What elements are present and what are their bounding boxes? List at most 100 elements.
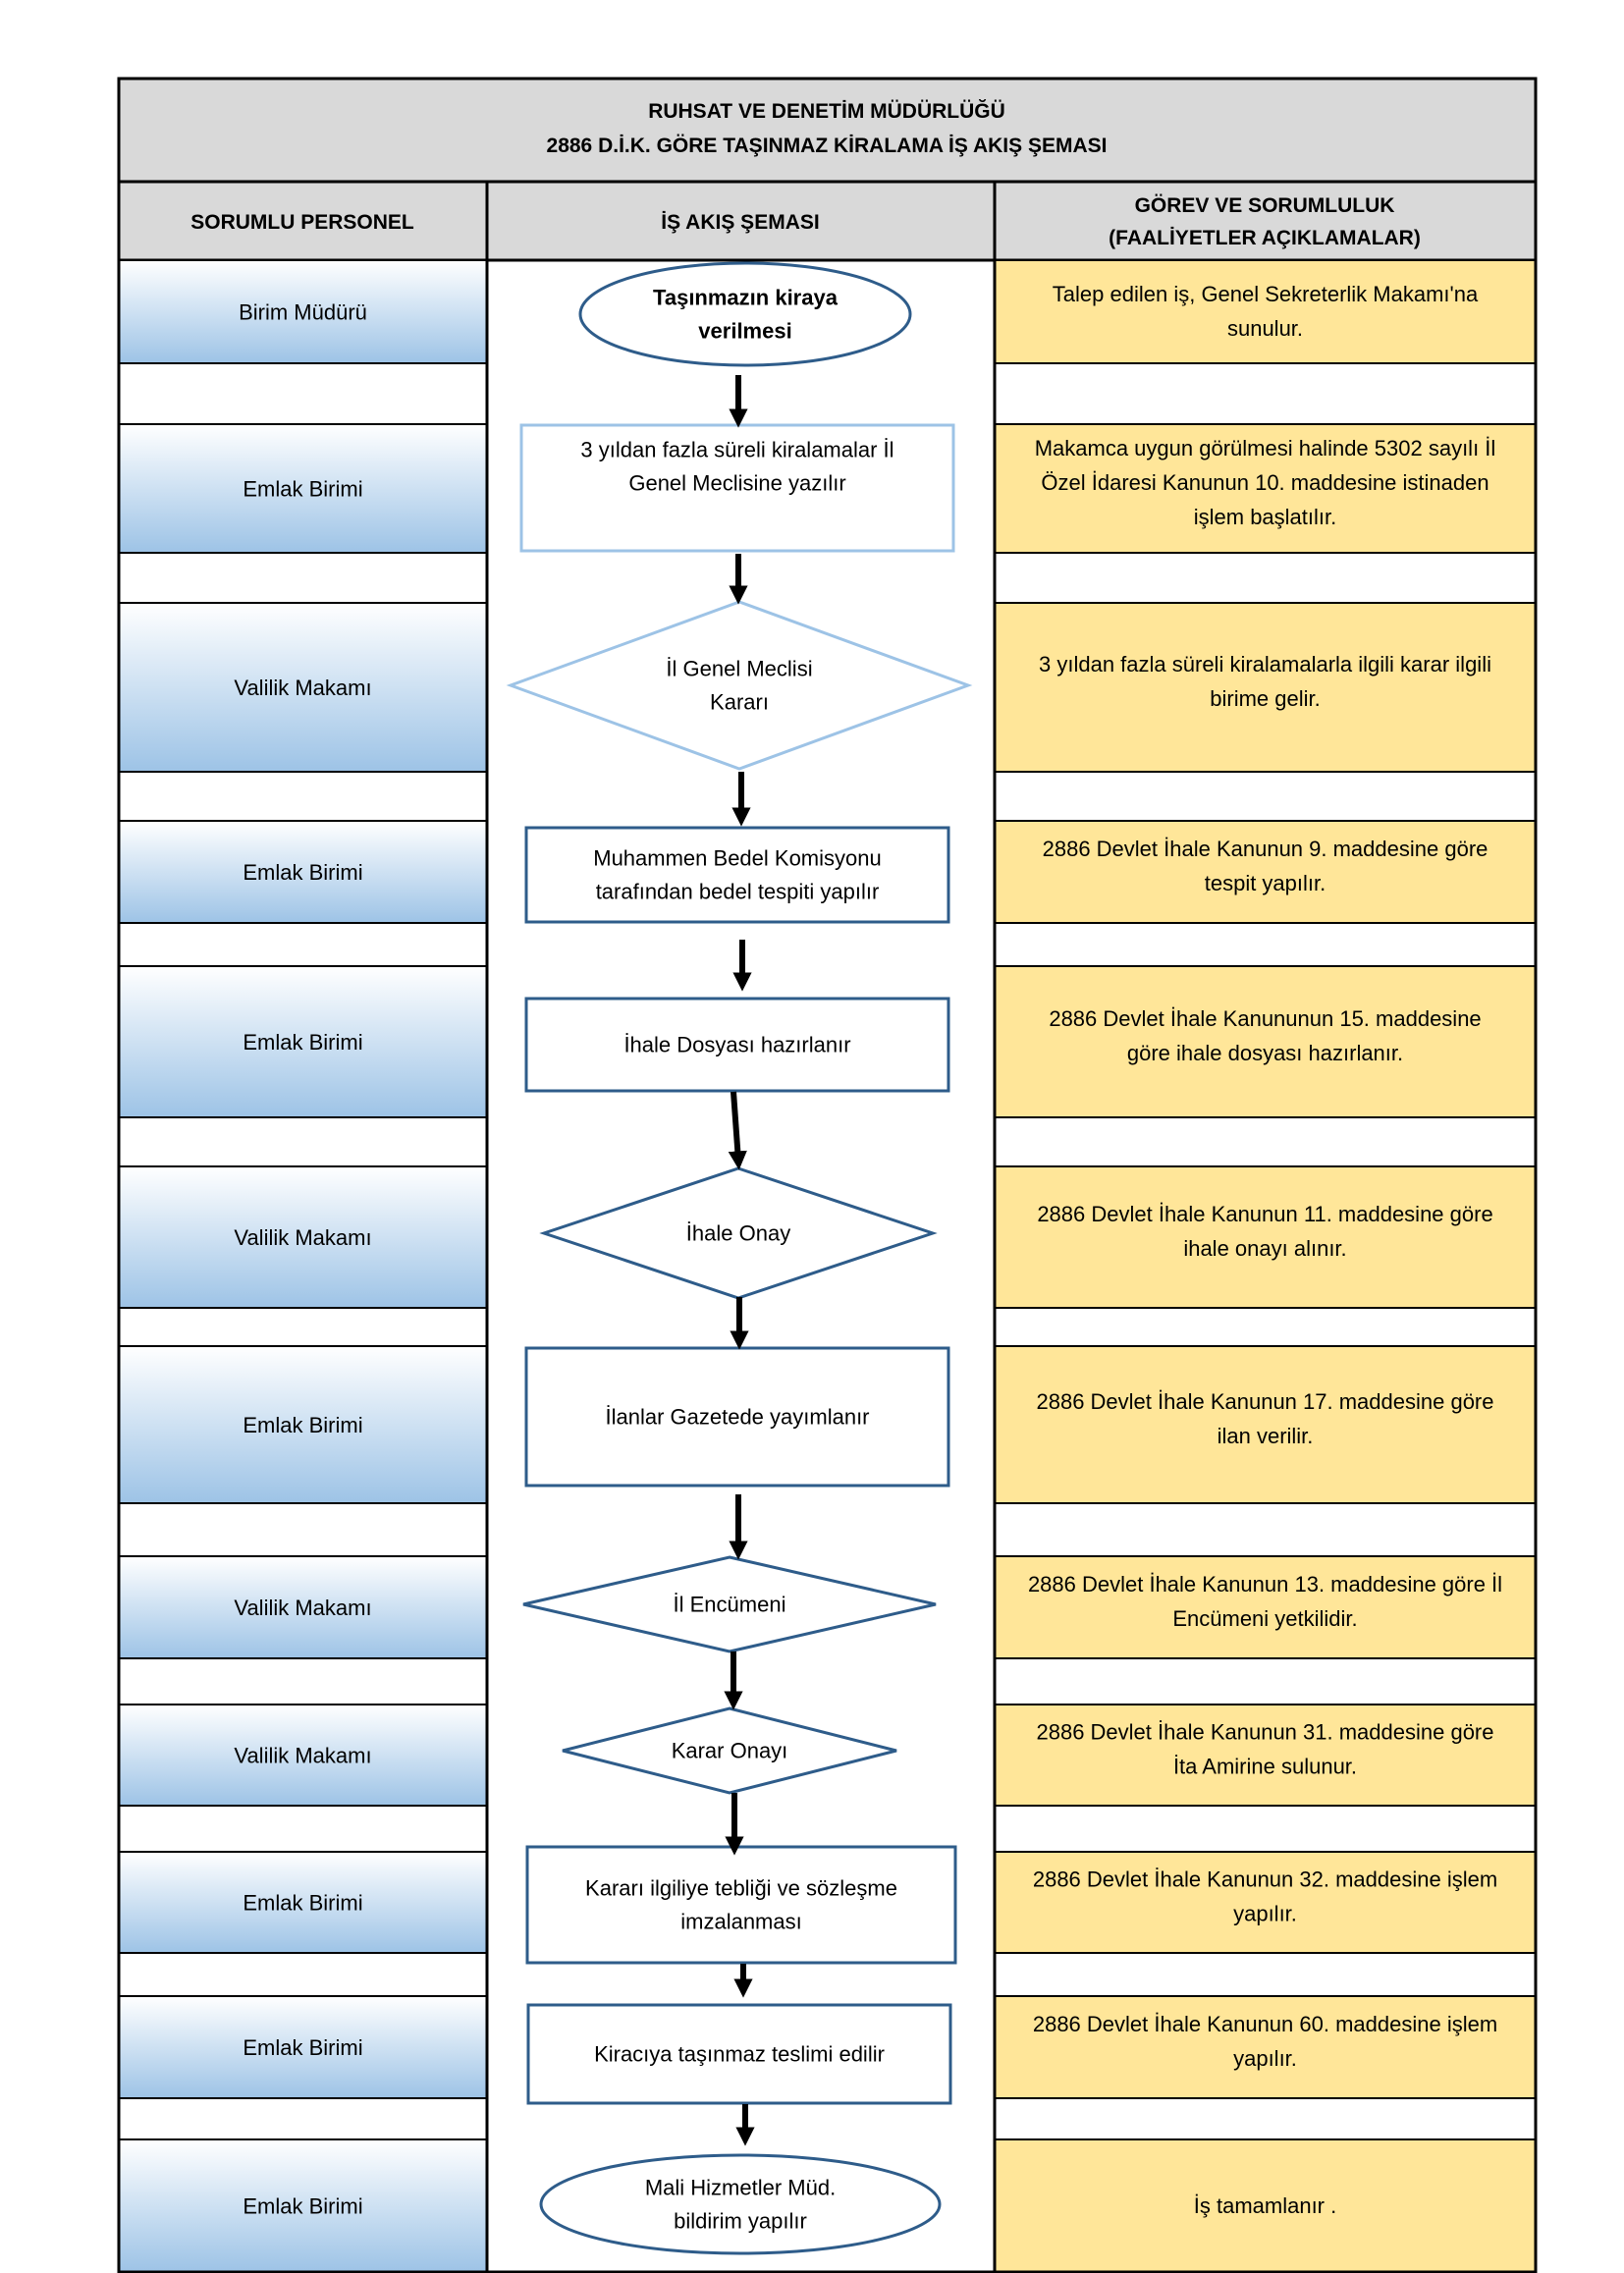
step-row-3: Valilik Makamı 3 yıldan fazla süreli kira… xyxy=(118,552,1537,773)
flow-step-12: Mali Hizmetler Müd.bildirim yapılır xyxy=(539,2153,942,2255)
process-box xyxy=(526,2003,952,2105)
flow-step-1: Taşınmazın kiraya verilmesi xyxy=(578,261,912,367)
duty-text-line-2: yapılır. xyxy=(1233,2046,1297,2071)
flow-header-cell xyxy=(485,180,997,262)
process-box xyxy=(524,997,950,1093)
personnel-cell xyxy=(118,1165,488,1309)
personnel-label: Emlak Birimi xyxy=(243,2035,362,2060)
flow-column-header: İŞ AKIŞ ŞEMASI xyxy=(661,211,819,234)
outer-frame xyxy=(117,77,1538,2273)
flow-step-8: İl Encümeni xyxy=(522,1555,937,1653)
personnel-cell xyxy=(118,423,488,554)
flow-text-line-1: Muhammen Bedel Komisyonu xyxy=(593,846,881,871)
duty-cell xyxy=(994,1555,1537,1659)
spacer-duty-cell xyxy=(994,1657,1537,1705)
duty-text-line-2: sunulur. xyxy=(1227,316,1303,341)
duty-text-line-2: Özel İdaresi Kanunun 10. maddesine istin… xyxy=(1041,470,1489,495)
title-background xyxy=(117,77,1538,184)
duty-text-line-1: 2886 Devlet İhale Kanununun 15. maddesin… xyxy=(1049,1006,1481,1031)
duty-text-line-2: birime gelir. xyxy=(1210,686,1320,711)
personnel-label: Birim Müdürü xyxy=(239,300,367,325)
duty-text-line-2: İta Amirine sulunur. xyxy=(1173,1755,1357,1779)
flow-step-10: Kararı ilgiliye tebliği ve sözleşmeimzal… xyxy=(525,1845,957,1965)
flow-text-line-2: verilmesi xyxy=(698,319,791,344)
spacer-duty-cell xyxy=(994,1116,1537,1167)
step-row-5: Emlak Birimi 2886 Devlet İhale Kanununun … xyxy=(118,922,1537,1118)
duty-text-line-1: Talep edilen iş, Genel Sekreterlik Makam… xyxy=(1053,282,1479,306)
step-row-1: Birim Müdürü Talep edilen iş, Genel Sekre… xyxy=(118,259,1537,364)
duty-text-line-2: ilan verilir. xyxy=(1218,1424,1314,1448)
duty-cell xyxy=(994,1995,1537,2099)
spacer-duty-cell xyxy=(994,1952,1537,1997)
flow-text-line-1: Kiracıya taşınmaz teslimi edilir xyxy=(594,2042,885,2067)
personnel-label: Emlak Birimi xyxy=(243,1030,362,1055)
spacer-duty-cell xyxy=(994,2097,1537,2140)
step-row-9: Valilik Makamı 2886 Devlet İhale Kanunun … xyxy=(118,1657,1537,1807)
personnel-label: Valilik Makamı xyxy=(234,1744,371,1768)
duty-cell xyxy=(994,820,1537,924)
personnel-cell xyxy=(118,1704,488,1807)
duty-text-line-1: 2886 Devlet İhale Kanunun 32. maddesine … xyxy=(1033,1867,1497,1892)
flow-step-11: Kiracıya taşınmaz teslimi edilir xyxy=(526,2003,952,2105)
process-box xyxy=(525,1845,957,1965)
flow-step-5: İhale Dosyası hazırlanır xyxy=(524,997,950,1093)
duty-cell xyxy=(994,602,1537,773)
flow-text-line-1: İhale Dosyası hazırlanır xyxy=(623,1033,850,1057)
title-line-2: 2886 D.İ.K. GÖRE TAŞINMAZ KİRALAMA İŞ AK… xyxy=(547,135,1108,157)
duty-text-line-1: İş tamamlanır . xyxy=(1194,2193,1336,2218)
flow-layer: Taşınmazın kiraya verilmesi 3 yıldan fazla… xyxy=(506,261,973,2255)
personnel-cell xyxy=(118,965,488,1118)
personnel-label: Emlak Birimi xyxy=(243,2194,362,2219)
duty-cell xyxy=(994,1851,1537,1954)
step-row-4: Emlak Birimi 2886 Devlet İhale Kanunun 9.… xyxy=(118,771,1537,924)
personnel-label: Valilik Makamı xyxy=(234,1225,371,1250)
flow-step-2: 3 yıldan fazla süreli kiralamalar İl Gene… xyxy=(519,423,955,553)
duty-text-line-2: tespit yapılır. xyxy=(1205,871,1326,895)
flow-text-line-2: bildirim yapılır xyxy=(674,2209,807,2234)
duty-text-line-3: işlem başlatılır. xyxy=(1194,505,1337,529)
flow-text-line-1: İl Encümeni xyxy=(674,1593,786,1617)
duty-cell xyxy=(994,259,1537,364)
duty-text-line-1: 3 yıldan fazla süreli kiralamalarla ilgi… xyxy=(1039,652,1491,676)
flow-arrow-5 xyxy=(728,1091,747,1170)
flow-step-9: Karar Onayı xyxy=(562,1706,897,1795)
flow-step-6: İhale Onay xyxy=(539,1166,938,1300)
spacer-personnel-cell xyxy=(118,2097,488,2140)
spacer-personnel-cell xyxy=(118,1116,488,1167)
duty-text-line-1: 2886 Devlet İhale Kanunun 17. maddesine … xyxy=(1036,1389,1493,1414)
flow-text-line-1: İhale Onay xyxy=(686,1221,790,1246)
process-box xyxy=(519,423,955,553)
personnel-label: Emlak Birimi xyxy=(243,860,362,885)
title-block: RUHSAT VE DENETİM MÜDÜRLÜĞÜ 2886 D.İ.K. … xyxy=(117,77,1538,184)
spacer-personnel-cell xyxy=(118,1502,488,1557)
flow-text-line-1: 3 yıldan fazla süreli kiralamalar İl xyxy=(580,438,893,462)
flow-text-line-2: imzalanması xyxy=(680,1910,801,1934)
decision-diamond xyxy=(562,1706,897,1795)
spacer-personnel-cell xyxy=(118,362,488,425)
personnel-label: Valilik Makamı xyxy=(234,676,371,700)
duty-text-line-1: 2886 Devlet İhale Kanunun 60. maddesine … xyxy=(1033,2012,1497,2036)
personnel-cell xyxy=(118,2138,488,2273)
duty-cell xyxy=(994,965,1537,1118)
personnel-label: Emlak Birimi xyxy=(243,477,362,502)
spacer-duty-cell xyxy=(994,922,1537,967)
duty-text-line-1: 2886 Devlet İhale Kanunun 31. maddesine … xyxy=(1036,1720,1493,1745)
personnel-label: Emlak Birimi xyxy=(243,1891,362,1916)
duty-text-line-2: göre ihale dosyası hazırlanır. xyxy=(1127,1041,1403,1065)
personnel-cell xyxy=(118,1995,488,2099)
duty-cell xyxy=(994,423,1537,554)
duty-text-line-1: 2886 Devlet İhale Kanunun 9. maddesine g… xyxy=(1043,837,1489,861)
duty-column-header-line-2: (FAALİYETLER AÇIKLAMALAR) xyxy=(1109,227,1421,249)
step-row-6: Valilik Makamı 2886 Devlet İhale Kanunun … xyxy=(118,1116,1537,1309)
spacer-duty-cell xyxy=(994,1307,1537,1347)
flow-text-line-1: Karar Onayı xyxy=(672,1739,788,1763)
duty-text-line-1: 2886 Devlet İhale Kanunun 11. maddesine … xyxy=(1037,1202,1492,1226)
flow-text-line-2: Genel Meclisine yazılır xyxy=(628,471,845,496)
flow-text-line-1: İl Genel Meclisi xyxy=(666,657,812,681)
flow-text-line-1: Taşınmazın kiraya xyxy=(653,286,839,310)
spacer-personnel-cell xyxy=(118,1805,488,1853)
